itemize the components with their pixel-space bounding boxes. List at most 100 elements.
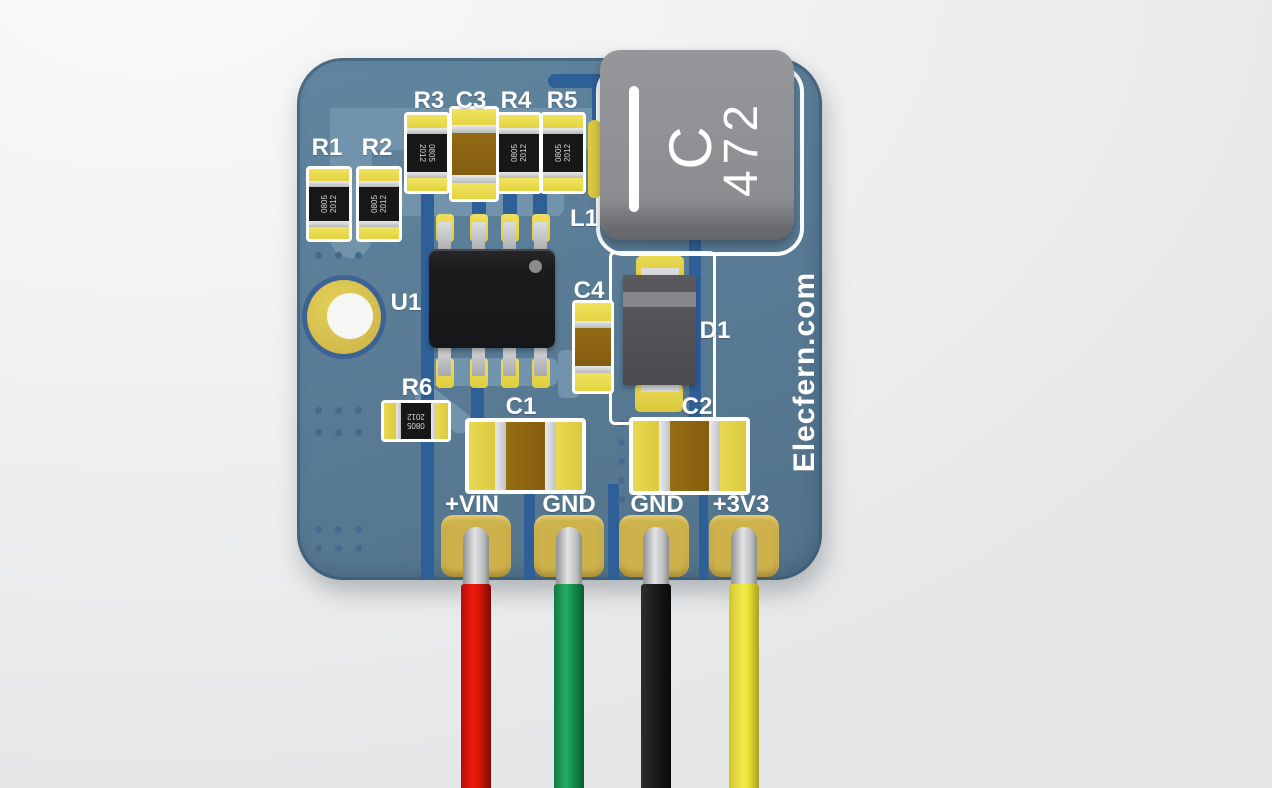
- pad: [543, 178, 583, 191]
- u1-pin-lead: [534, 344, 547, 376]
- via: [315, 252, 322, 259]
- label-pin-3v3: +3V3: [712, 491, 770, 518]
- terminal: [499, 172, 539, 178]
- label-r1: R1: [311, 134, 343, 161]
- label-pin-vin: +VIN: [444, 491, 500, 518]
- via: [335, 429, 342, 436]
- inductor-l1: [600, 50, 794, 240]
- pad: [499, 178, 539, 191]
- label-r2: R2: [361, 134, 393, 161]
- terminal: [495, 422, 506, 490]
- capacitor-c3: [449, 106, 499, 202]
- via: [355, 252, 362, 259]
- ic-u1: [429, 249, 555, 348]
- inductor-marking-code: 472: [715, 98, 768, 198]
- u1-pin-lead: [534, 222, 547, 254]
- u1-pin1-dot: [529, 260, 542, 273]
- wire-stub-gnd-1: [556, 527, 582, 589]
- pad: [407, 178, 447, 191]
- inductor-pad: [588, 120, 601, 198]
- brand-text: Elecfern.com: [788, 271, 821, 473]
- capacitor-c2: [629, 417, 750, 495]
- u1-pin-lead: [472, 344, 485, 376]
- via: [335, 407, 342, 414]
- pad: [499, 115, 539, 128]
- terminal: [359, 221, 399, 227]
- capacitor-body: [506, 422, 545, 490]
- label-r5: R5: [546, 87, 578, 114]
- via: [315, 407, 322, 414]
- via: [335, 252, 342, 259]
- label-d1: D1: [699, 317, 731, 344]
- wire-stub-gnd-2: [643, 527, 669, 589]
- label-r4: R4: [500, 87, 532, 114]
- inductor-marking-letter: C: [657, 126, 724, 170]
- pad: [452, 109, 496, 125]
- via: [355, 429, 362, 436]
- trace-dark-pad3: [699, 486, 708, 580]
- terminal: [709, 421, 720, 491]
- wire-red-vin: [461, 584, 491, 788]
- via: [618, 477, 625, 484]
- label-c4: C4: [573, 277, 605, 304]
- via: [315, 429, 322, 436]
- via: [315, 526, 322, 533]
- pad: [384, 403, 396, 439]
- u1-pin-lead: [472, 222, 485, 254]
- via: [355, 545, 362, 552]
- capacitor-body: [575, 328, 611, 366]
- label-l1: L1: [569, 205, 599, 232]
- capacitor-body: [670, 421, 709, 491]
- label-u1: U1: [390, 289, 422, 316]
- wire-yellow-3v3: [729, 584, 759, 788]
- pad: [720, 421, 746, 491]
- terminal: [543, 128, 583, 134]
- capacitor-c4: [572, 300, 614, 394]
- terminal: [407, 172, 447, 178]
- label-r6: R6: [401, 374, 433, 401]
- terminal: [499, 128, 539, 134]
- terminal: [431, 403, 436, 439]
- pad: [359, 227, 399, 239]
- capacitor-body: [452, 133, 496, 175]
- u1-pin-lead: [438, 344, 451, 376]
- mounting-hole: [327, 293, 373, 339]
- label-c2: C2: [681, 393, 713, 420]
- via: [335, 545, 342, 552]
- u1-pin-lead: [438, 222, 451, 254]
- terminal: [407, 128, 447, 134]
- terminal: [543, 172, 583, 178]
- pad: [469, 422, 495, 490]
- pad: [575, 303, 611, 321]
- terminal: [575, 366, 611, 373]
- pad: [407, 115, 447, 128]
- pad: [633, 421, 659, 491]
- label-pin-gnd-2: GND: [630, 491, 684, 518]
- via: [618, 496, 625, 503]
- d1-cathode-stripe: [623, 292, 696, 307]
- label-r3: R3: [413, 87, 445, 114]
- terminal: [575, 321, 611, 328]
- pad: [359, 169, 399, 181]
- pad: [575, 373, 611, 391]
- terminal: [309, 221, 349, 227]
- via: [355, 407, 362, 414]
- capacitor-c1: [465, 418, 586, 494]
- via: [355, 526, 362, 533]
- label-c1: C1: [505, 393, 537, 420]
- via: [618, 458, 625, 465]
- via: [618, 439, 625, 446]
- terminal: [396, 403, 401, 439]
- terminal: [452, 175, 496, 183]
